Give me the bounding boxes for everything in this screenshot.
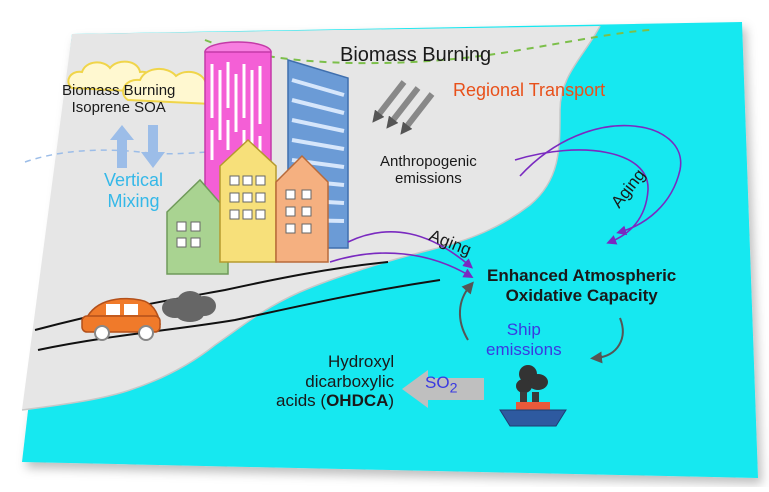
so2-subscript: 2 [449,380,458,397]
label-line: Biomass Burning [62,82,176,99]
smoke-icon [162,291,216,322]
anthropogenic-emissions-label: Anthropogenic emissions [380,153,477,188]
ohdca-prefix: acids ( [276,391,327,411]
label-line: Vertical [104,170,164,190]
ship-emissions-label: Ship emissions [486,320,562,359]
label-line: dicarboxylic [305,371,395,391]
so2-main: SO [425,373,450,392]
car-icon [81,297,161,341]
ohdca-label: Hydroxyl dicarboxylic acids (OHDCA) [276,352,394,411]
vertical-mixing-label: Vertical Mixing [104,170,163,211]
aging-arrows [329,124,682,279]
label-line: Ship [506,320,541,339]
ohdca-abbrev: OHDCA [326,391,389,411]
ohdca-suffix: ) [388,391,395,411]
label-line: emissions [395,170,462,188]
label-line: emissions [486,339,562,359]
building-icon [275,154,329,263]
label-line: Enhanced Atmospheric [487,266,677,285]
enhanced-oxidative-capacity-label: Enhanced Atmospheric Oxidative Capacity [487,266,676,305]
cycle-arrows [459,281,624,364]
label-line: Mixing [107,190,160,211]
label-line: Oxidative Capacity [505,285,658,305]
ship-icon [499,365,567,427]
so2-label: SO2 [425,373,457,397]
regional-transport-label: Regional Transport [453,80,606,100]
biomass-burning-isoprene-soa-label: Biomass Burning Isoprene SOA [62,82,175,117]
mixing-arrows [110,125,165,168]
label-line: acids (OHDCA) [276,391,394,411]
biomass-arrows [372,80,435,135]
biomass-burning-label: Biomass Burning [340,44,492,66]
label-line: Hydroxyl [327,352,395,371]
building-icon [219,138,277,263]
mixing-boundary [24,149,236,163]
building-icon [166,178,229,275]
regional-transport-path [204,29,651,65]
label-line: Isoprene SOA [71,99,166,117]
cloud-icon [67,60,219,106]
so2-arrow [402,370,484,408]
label-line: Anthropogenic [380,153,477,170]
